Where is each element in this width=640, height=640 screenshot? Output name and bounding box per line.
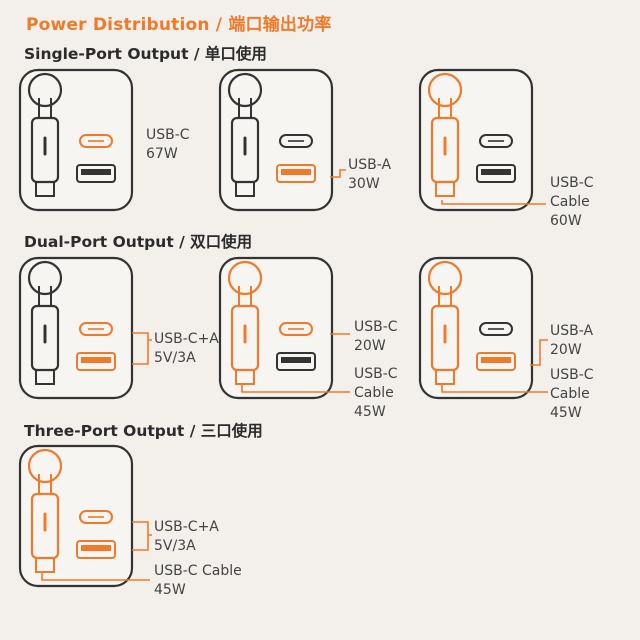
- charger-diagram-dual-usba-cable: [418, 256, 538, 404]
- usb-a-port-tongue: [81, 169, 111, 175]
- label-s1-power: 67W: [146, 146, 178, 162]
- label-d2a-power: 20W: [354, 338, 386, 354]
- usb-a-port-tongue: [281, 169, 311, 175]
- cable-tip: [35, 370, 55, 385]
- label-d2a: USB-C 20W: [354, 318, 398, 356]
- cable-tip: [235, 182, 255, 197]
- label-s3-port: USB-C: [550, 175, 594, 191]
- label-t1b-power: 45W: [154, 582, 186, 598]
- usb-a-port: [476, 164, 516, 183]
- cable-connector: [430, 116, 460, 184]
- cable-loop: [427, 72, 463, 108]
- usb-a-port: [76, 352, 116, 371]
- charger-diagram-single-usbc: [18, 68, 138, 216]
- usb-c-port: [79, 134, 113, 148]
- usb-a-port-tongue: [481, 169, 511, 175]
- cable-loop: [27, 72, 63, 108]
- cable-connector: [230, 116, 260, 184]
- cable-connector: [30, 492, 60, 560]
- label-s3-power: 60W: [550, 213, 582, 229]
- cable-connector: [30, 304, 60, 372]
- label-t1a-port: USB-C+A: [154, 519, 219, 535]
- usb-c-port: [79, 510, 113, 524]
- label-s2: USB-A 30W: [348, 156, 391, 194]
- usb-a-port-tongue: [81, 357, 111, 363]
- usb-c-port: [79, 322, 113, 336]
- usb-a-port: [276, 164, 316, 183]
- cable-loop: [227, 72, 263, 108]
- charger-diagram-single-cable: [418, 68, 538, 216]
- cable-wire: [238, 286, 252, 306]
- usb-c-port: [479, 322, 513, 336]
- label-t1b-port: USB-C Cable: [154, 563, 242, 579]
- cable-wire: [438, 286, 452, 306]
- cable-tip: [435, 182, 455, 197]
- label-d3a-power: 20W: [550, 342, 582, 358]
- cable-loop: [27, 448, 63, 484]
- cable-loop: [427, 260, 463, 296]
- usb-a-port: [76, 164, 116, 183]
- label-s3-cable: Cable: [550, 194, 590, 210]
- usb-a-port-tongue: [481, 357, 511, 363]
- label-d2b-port: USB-C: [354, 366, 398, 382]
- label-d1-power: 5V/3A: [154, 350, 196, 366]
- charger-diagram-three-port: [18, 444, 138, 592]
- cable-loop: [27, 260, 63, 296]
- label-s2-power: 30W: [348, 176, 380, 192]
- usb-c-port: [279, 134, 313, 148]
- label-d3a-port: USB-A: [550, 323, 594, 339]
- cable-wire: [38, 474, 52, 494]
- section-title-three: Three-Port Output / 三口使用: [24, 422, 263, 440]
- page-title: Power Distribution / 端口输出功率: [26, 15, 332, 35]
- usb-a-port-tongue: [81, 545, 111, 551]
- label-s3: USB-C Cable 60W: [550, 174, 594, 231]
- cable-wire: [38, 98, 52, 118]
- charger-diagram-dual-usbc-usba: [18, 256, 138, 404]
- usb-c-port: [479, 134, 513, 148]
- section-title-single: Single-Port Output / 单口使用: [24, 45, 267, 63]
- label-d1-port: USB-C+A: [154, 331, 219, 347]
- label-d2a-port: USB-C: [354, 319, 398, 335]
- cable-wire: [38, 286, 52, 306]
- usb-a-port: [276, 352, 316, 371]
- cable-connector: [230, 304, 260, 372]
- usb-a-port: [76, 540, 116, 559]
- label-s1: USB-C 67W: [146, 126, 190, 164]
- charger-diagram-single-usba: [218, 68, 338, 216]
- cable-connector: [30, 116, 60, 184]
- label-d1: USB-C+A 5V/3A: [154, 330, 219, 368]
- label-t1a-power: 5V/3A: [154, 538, 196, 554]
- label-d2b: USB-C Cable 45W: [354, 365, 398, 422]
- label-t1a: USB-C+A 5V/3A: [154, 518, 219, 556]
- label-d2b-cable: Cable: [354, 385, 394, 401]
- label-d2b-power: 45W: [354, 404, 386, 420]
- label-t1b: USB-C Cable 45W: [154, 562, 242, 600]
- label-s2-port: USB-A: [348, 157, 392, 173]
- usb-c-port: [279, 322, 313, 336]
- cable-loop: [227, 260, 263, 296]
- cable-connector: [430, 304, 460, 372]
- label-d3b: USB-C Cable 45W: [550, 366, 594, 423]
- label-d3a: USB-A 20W: [550, 322, 593, 360]
- cable-wire: [238, 98, 252, 118]
- charger-diagram-dual-usbc-cable: [218, 256, 338, 404]
- label-d3b-port: USB-C: [550, 367, 594, 383]
- cable-tip: [35, 182, 55, 197]
- label-d3b-power: 45W: [550, 405, 582, 421]
- section-title-dual: Dual-Port Output / 双口使用: [24, 233, 253, 251]
- label-s1-port: USB-C: [146, 127, 190, 143]
- usb-a-port-tongue: [281, 357, 311, 363]
- label-d3b-cable: Cable: [550, 386, 590, 402]
- usb-a-port: [476, 352, 516, 371]
- cable-wire: [438, 98, 452, 118]
